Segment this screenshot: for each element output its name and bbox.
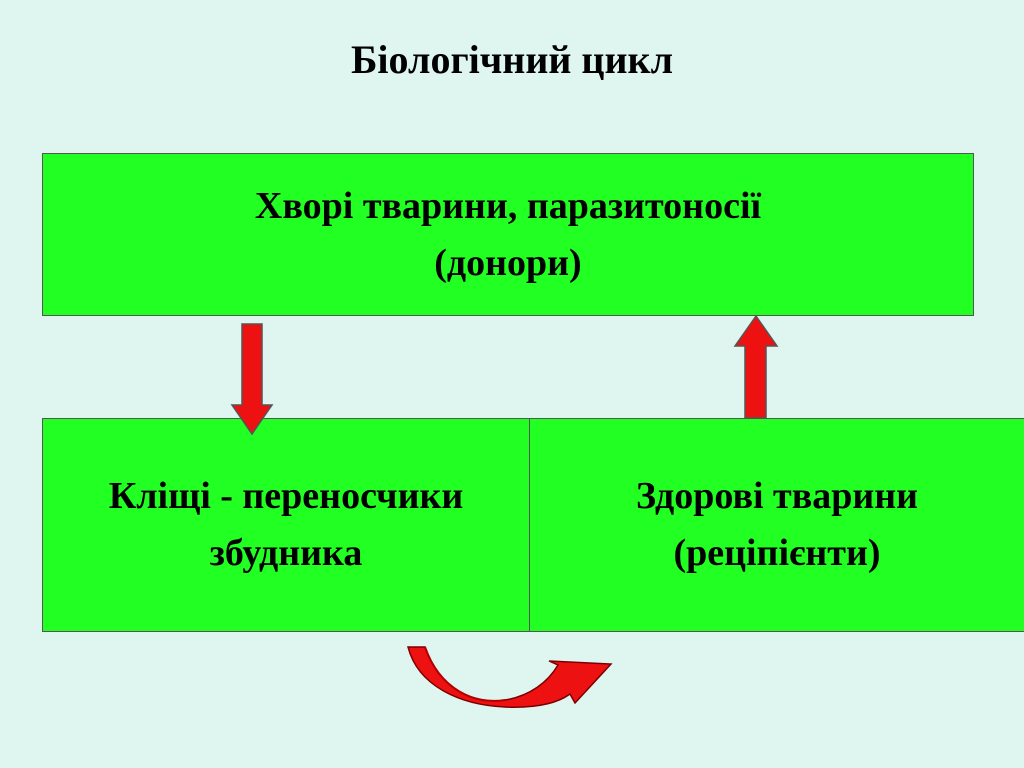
recipients-label-line2: (реціпієнти) xyxy=(673,532,881,574)
recipients-box: Здорові тварини (реціпієнти) xyxy=(529,418,1024,632)
recipients-label-line1: Здорові тварини xyxy=(635,475,919,517)
vectors-box: Кліщі - переносчики збудника xyxy=(42,418,530,632)
vectors-label-line2: збудника xyxy=(209,532,363,574)
donors-label-line2: (донори) xyxy=(434,241,582,284)
vectors-label-line1: Кліщі - переносчики xyxy=(108,475,464,517)
diagram-title: Біологічний цикл xyxy=(350,37,674,82)
donors-box: Хворі тварини, паразитоносії (донори) xyxy=(42,153,974,316)
donors-label-line1: Хворі тварини, паразитоносії xyxy=(254,184,762,227)
